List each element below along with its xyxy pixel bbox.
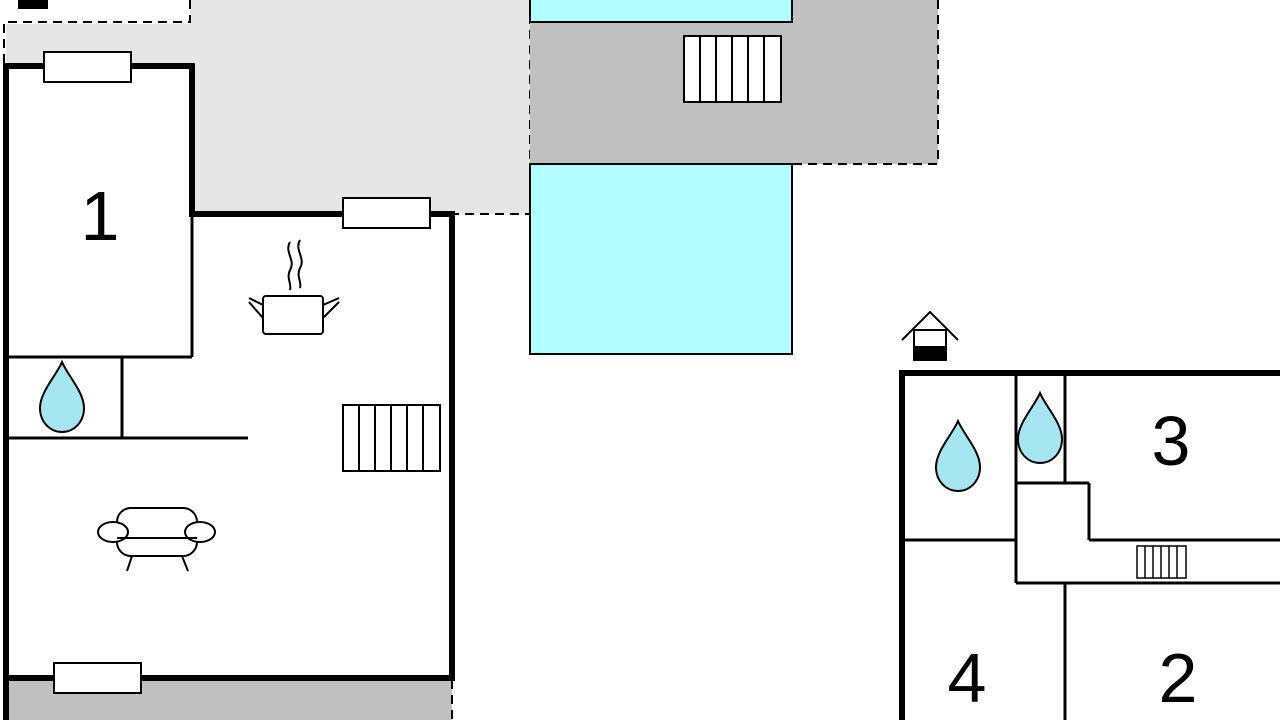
room-number-3: 3	[1152, 402, 1191, 480]
stairs-icon	[342, 404, 441, 472]
right-building	[899, 370, 1280, 720]
window-icon	[53, 662, 142, 694]
room-number-2: 2	[1159, 639, 1198, 717]
pool-main	[529, 163, 793, 355]
stairs-icon	[683, 35, 782, 103]
terrace	[6, 0, 530, 214]
pool-top	[529, 0, 793, 23]
window-icon	[43, 51, 132, 83]
window-icon	[342, 197, 431, 229]
partial-black-marker	[18, 0, 48, 9]
house-icon	[901, 310, 959, 361]
stove-pot-icon	[248, 239, 340, 335]
pool-deck-outline	[792, 0, 939, 165]
room-number-4: 4	[948, 639, 987, 717]
stairs-icon	[1136, 545, 1187, 579]
room-number-1: 1	[81, 177, 120, 255]
sofa-icon	[97, 507, 216, 572]
